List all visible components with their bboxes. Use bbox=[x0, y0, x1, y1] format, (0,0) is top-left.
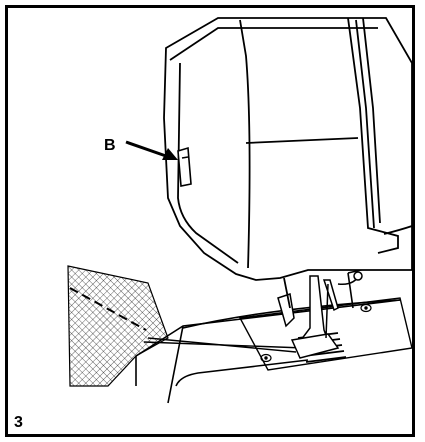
threads bbox=[143, 337, 305, 353]
callout-arrow bbox=[125, 140, 178, 160]
callout-label-b: B bbox=[104, 137, 116, 154]
sewing-machine-illustration: B bbox=[67, 17, 412, 404]
figure-frame: B 3 bbox=[5, 5, 415, 437]
lever-b bbox=[177, 146, 192, 187]
machine-bed bbox=[135, 257, 412, 404]
step-number: 3 bbox=[14, 414, 23, 431]
fabric-swatch bbox=[67, 265, 169, 387]
machine-head bbox=[163, 17, 412, 309]
presser-foot-assembly bbox=[277, 271, 363, 359]
